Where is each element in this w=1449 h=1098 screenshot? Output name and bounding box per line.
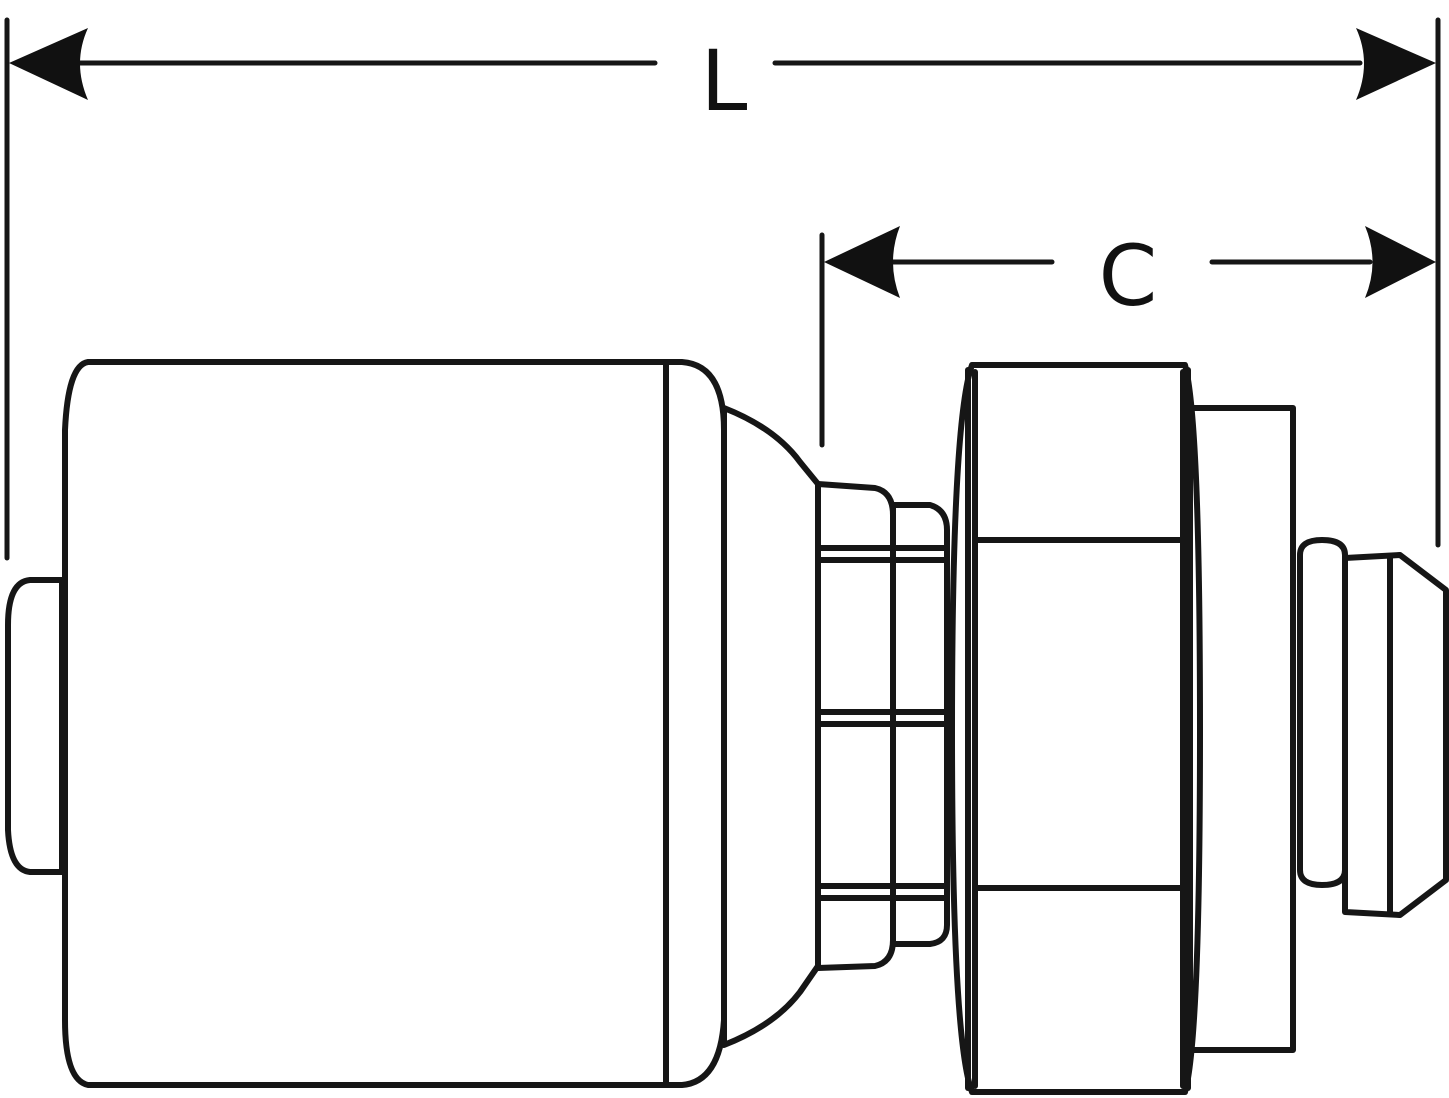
arrowhead-c-right bbox=[1365, 226, 1436, 298]
hex-face-top bbox=[972, 369, 1186, 543]
hex-face-bottom bbox=[972, 885, 1186, 1089]
dimension-c: C bbox=[819, 226, 1436, 448]
flange bbox=[1187, 405, 1296, 1053]
arrowhead-l-right bbox=[1356, 28, 1436, 100]
dimension-l: L bbox=[4, 17, 1441, 561]
arrowhead-l-left bbox=[9, 28, 88, 100]
o-ring bbox=[1297, 537, 1348, 888]
male-tip bbox=[1342, 552, 1449, 918]
dimension-label-l: L bbox=[701, 32, 748, 130]
hex-face-middle bbox=[972, 537, 1186, 891]
arrowhead-c-left bbox=[824, 226, 900, 298]
neck-grooves bbox=[815, 545, 950, 901]
hose-stub bbox=[5, 577, 65, 875]
dimension-label-c: C bbox=[1099, 227, 1158, 325]
hex-nut bbox=[949, 362, 1203, 1095]
sleeve-taper bbox=[721, 405, 821, 1048]
crimp-sleeve bbox=[62, 359, 727, 1088]
neck-ring-inner bbox=[890, 502, 950, 947]
